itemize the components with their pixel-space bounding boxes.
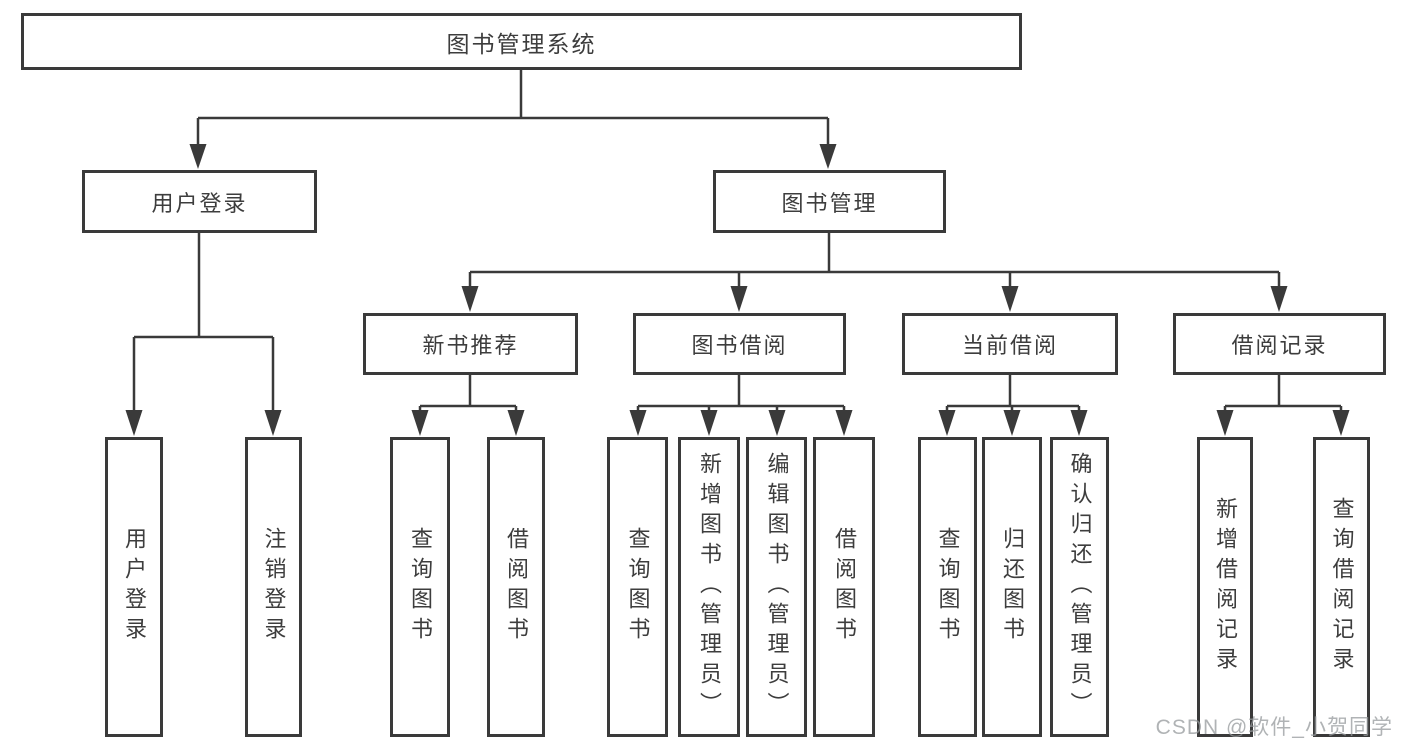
connector-new-book-to-leaves: [418, 373, 518, 411]
arrowhead-icon: [507, 410, 525, 436]
leaf-user-login: 用户登录: [105, 437, 163, 737]
arrowhead-icon: [264, 410, 282, 436]
leaf-label: 确认归还（管理员）: [1067, 452, 1093, 722]
node-label: 借阅记录: [1231, 333, 1328, 358]
node-label: 当前借阅: [961, 333, 1058, 358]
arrowhead-icon: [125, 410, 143, 436]
leaf-label: 查询图书: [935, 527, 961, 647]
leaf-label: 查询图书: [408, 527, 433, 647]
arrowhead-icon: [411, 410, 429, 436]
connector-current-borrow-to-leaves: [945, 373, 1081, 411]
arrowhead-icon: [461, 286, 479, 312]
arrowhead-icon: [730, 286, 748, 312]
node-library-management-system: 图书管理系统: [21, 13, 1022, 70]
leaf-label: 编辑图书（管理员）: [764, 452, 790, 722]
node-new-book-recommend: 新书推荐: [363, 313, 578, 375]
node-label: 图书借阅: [691, 333, 788, 358]
arrowhead-icon: [1270, 286, 1288, 312]
connector-user-login-to-leaves: [132, 231, 275, 411]
leaf-query-books-borrow: 查询图书: [607, 437, 668, 737]
arrowhead-icon: [1216, 410, 1234, 436]
leaf-edit-books-admin: 编辑图书（管理员）: [746, 437, 807, 737]
leaf-label: 新增借阅记录: [1213, 497, 1238, 677]
node-book-management: 图书管理: [713, 170, 946, 233]
arrowhead-icon: [1003, 410, 1021, 436]
csdn-watermark: CSDN @软件_小贺同学: [1155, 716, 1393, 739]
leaf-add-books-admin: 新增图书（管理员）: [678, 437, 740, 737]
leaf-borrow-books: 借阅图书: [813, 437, 875, 737]
leaf-borrow-books-recommend: 借阅图书: [487, 437, 545, 737]
arrowhead-icon: [1070, 410, 1088, 436]
leaf-logout: 注销登录: [245, 437, 302, 737]
leaf-label: 借阅图书: [832, 527, 857, 647]
leaf-label: 归还图书: [1000, 527, 1025, 647]
leaf-label: 注销登录: [261, 527, 287, 647]
arrowhead-icon: [819, 144, 837, 169]
leaf-label: 新增图书（管理员）: [697, 452, 722, 722]
connector-root-to-level2: [196, 68, 830, 145]
arrowhead-icon: [768, 410, 786, 436]
arrowhead-icon: [629, 410, 647, 436]
node-user-login: 用户登录: [82, 170, 317, 233]
leaf-label: 用户登录: [122, 527, 147, 647]
leaf-query-books-recommend: 查询图书: [390, 437, 450, 737]
leaf-label: 借阅图书: [504, 527, 529, 647]
arrowhead-icon: [700, 410, 718, 436]
connector-book-management-to-level3: [468, 231, 1281, 287]
leaf-query-borrow-record: 查询借阅记录: [1313, 437, 1370, 737]
leaf-label: 查询图书: [625, 527, 651, 647]
node-label: 图书管理系统: [446, 30, 597, 57]
leaf-label: 查询借阅记录: [1329, 497, 1355, 677]
arrowhead-icon: [835, 410, 853, 436]
connector-book-borrow-to-leaves: [636, 373, 846, 411]
node-label: 图书管理: [781, 190, 878, 216]
connector-borrow-records-to-leaves: [1223, 373, 1343, 411]
leaf-confirm-return-admin: 确认归还（管理员）: [1050, 437, 1109, 737]
arrowhead-icon: [1001, 286, 1019, 312]
arrowhead-icon: [189, 144, 207, 169]
node-current-borrow: 当前借阅: [902, 313, 1118, 375]
arrowheads: [125, 144, 1350, 436]
leaf-query-books-current: 查询图书: [918, 437, 977, 737]
node-book-borrow: 图书借阅: [633, 313, 846, 375]
node-borrow-records: 借阅记录: [1173, 313, 1386, 375]
leaf-add-borrow-record: 新增借阅记录: [1197, 437, 1253, 737]
node-label: 新书推荐: [422, 333, 519, 358]
leaf-return-books: 归还图书: [982, 437, 1042, 737]
arrowhead-icon: [938, 410, 956, 436]
arrowhead-icon: [1332, 410, 1350, 436]
node-label: 用户登录: [151, 190, 248, 216]
